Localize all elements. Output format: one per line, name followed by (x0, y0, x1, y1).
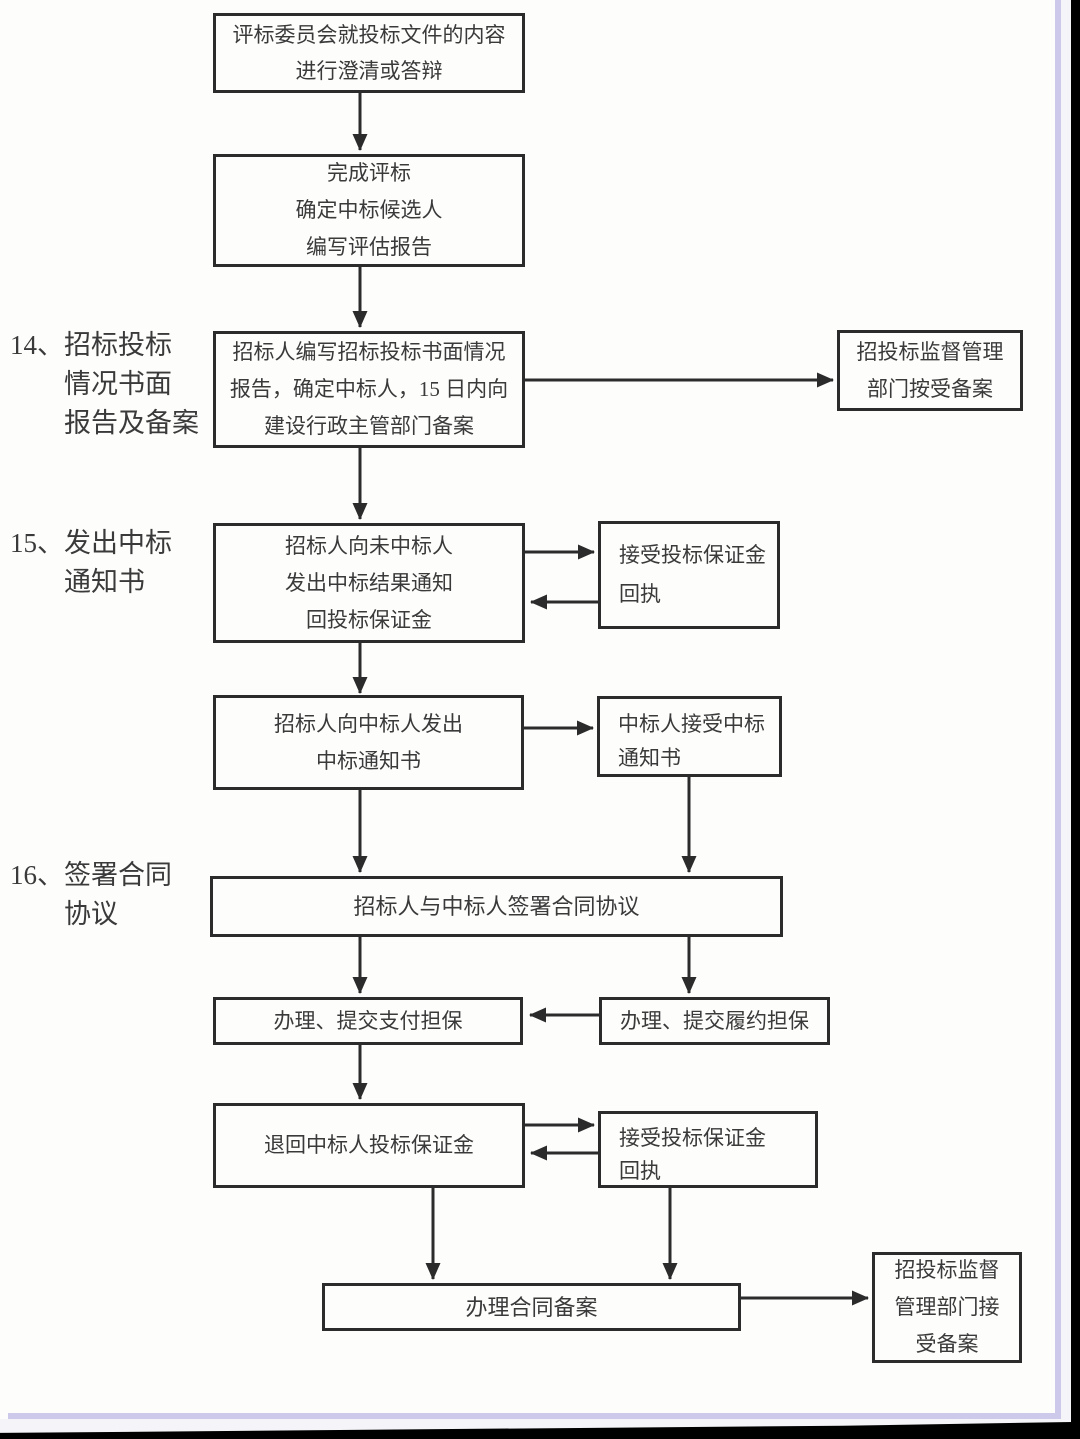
node-performance-guarantee: 办理、提交履约担保 (599, 997, 830, 1045)
node-text: 受备案 (915, 1332, 979, 1356)
node-text: 办理、提交支付担保 (273, 1008, 463, 1033)
node-text: 招投标监督 (894, 1258, 1000, 1282)
node-text: 建设行政主管部门备案 (264, 414, 474, 438)
node-winner-accepts-notice: 中标人接受中标 通知书 (597, 696, 782, 777)
node-deposit-receipt-2: 接受投标保证金 回执 (598, 1111, 818, 1188)
page-frame-right (1055, 0, 1061, 1419)
node-text: 通知书 (618, 746, 681, 770)
node-text: 发出中标结果通知 (285, 570, 453, 595)
node-text: 办理、提交履约担保 (620, 1008, 809, 1033)
section-label-line: 通知书 (64, 567, 145, 597)
node-payment-guarantee: 办理、提交支付担保 (213, 997, 523, 1045)
node-text: 评标委员会就投标文件的内容 (232, 23, 506, 47)
node-text: 编写评估报告 (306, 235, 432, 259)
node-sign-contract: 招标人与中标人签署合同协议 (210, 876, 783, 937)
node-text: 招标人与中标人签署合同协议 (353, 894, 640, 919)
section-label-16: 16、签署合同 协议 (10, 856, 172, 934)
node-text: 部门按受备案 (867, 376, 993, 401)
node-text: 报告，确定中标人，15 日内向 (229, 377, 509, 401)
node-text: 中标通知书 (316, 748, 421, 773)
node-notify-winner: 招标人向中标人发出 中标通知书 (213, 695, 524, 790)
node-text: 招标人向未中标人 (285, 533, 453, 558)
node-text: 接受投标保证金 (619, 543, 766, 567)
node-text: 招标人编写招标投标书面情况 (232, 340, 506, 364)
section-label-line: 16、签署合同 (10, 860, 172, 890)
node-text: 中标人接受中标 (618, 712, 765, 736)
section-label-line: 报告及备案 (64, 408, 199, 438)
section-label-line: 14、招标投标 (10, 330, 172, 360)
page-frame-bottom (8, 1413, 1058, 1419)
section-label-line: 协议 (64, 899, 118, 929)
section-label-14: 14、招标投标 情况书面 报告及备案 (10, 326, 199, 443)
section-label-line: 15、发出中标 (10, 528, 172, 558)
node-supervision-filing: 招投标监督管理 部门按受备案 (837, 330, 1023, 411)
node-clarify-defense: 评标委员会就投标文件的内容 进行澄清或答辩 (213, 13, 525, 93)
node-text: 接受投标保证金 (619, 1126, 766, 1150)
node-text: 管理部门接 (894, 1295, 1000, 1319)
node-text: 进行澄清或答辩 (295, 59, 443, 83)
node-deposit-receipt-1: 接受投标保证金 回执 (598, 521, 780, 629)
node-text: 办理合同备案 (465, 1294, 598, 1320)
node-supervision-accepts: 招投标监督 管理部门接 受备案 (872, 1252, 1022, 1363)
node-text: 退回中标人投标保证金 (264, 1133, 474, 1157)
node-return-winner-deposit: 退回中标人投标保证金 (213, 1103, 525, 1188)
section-label-15: 15、发出中标 通知书 (10, 524, 172, 602)
node-text: 回投标保证金 (306, 607, 432, 632)
node-text: 招投标监督管理 (856, 339, 1004, 364)
photo-edge-right (1071, 0, 1080, 1439)
node-text: 招标人向中标人发出 (274, 711, 463, 736)
node-notify-losing-bidders: 招标人向未中标人 发出中标结果通知 回投标保证金 (213, 523, 525, 643)
node-complete-evaluation: 完成评标 确定中标候选人 编写评估报告 (213, 154, 525, 267)
node-contract-filing: 办理合同备案 (322, 1283, 741, 1331)
node-text: 回执 (619, 582, 661, 606)
section-label-line: 情况书面 (64, 369, 172, 399)
node-text: 确定中标候选人 (295, 198, 443, 222)
node-text: 回执 (619, 1159, 661, 1183)
node-text: 完成评标 (327, 161, 411, 185)
node-written-report: 招标人编写招标投标书面情况 报告，确定中标人，15 日内向 建设行政主管部门备案 (213, 331, 525, 448)
